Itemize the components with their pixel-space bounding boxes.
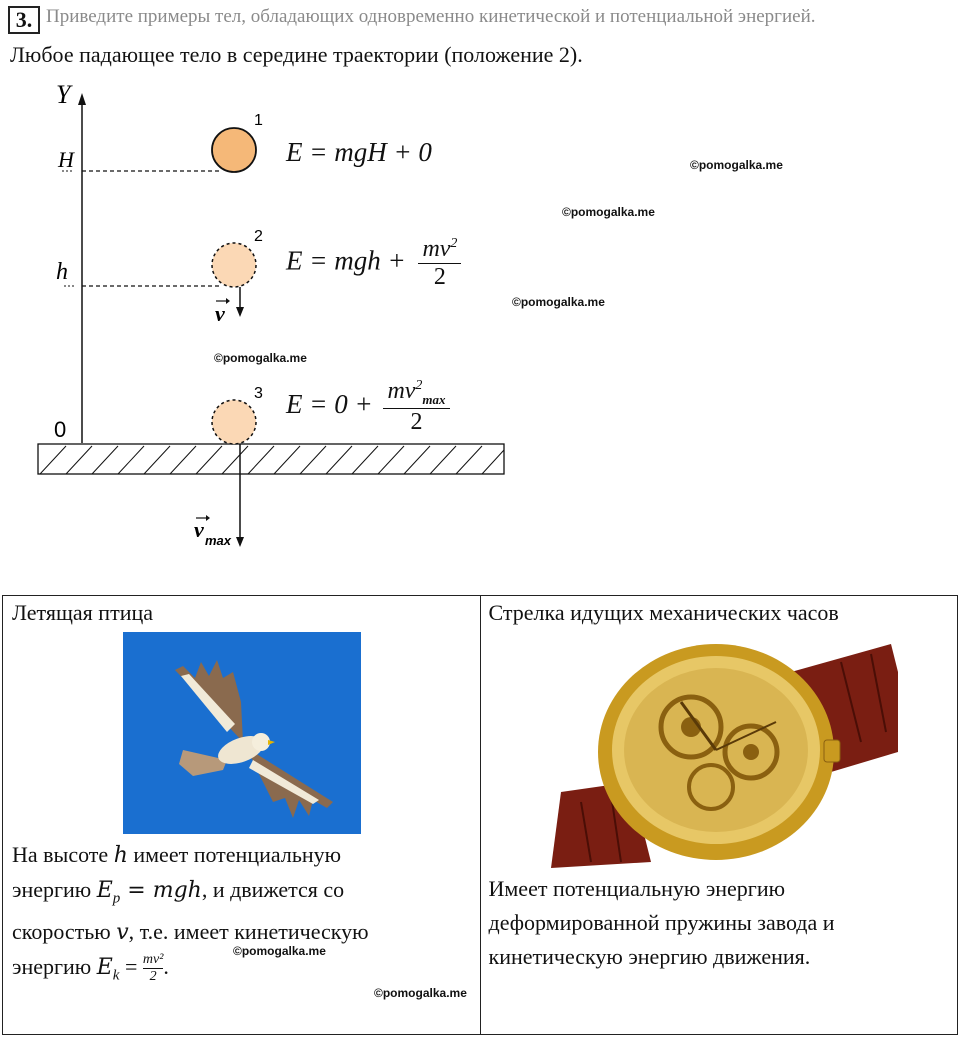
ball-position-3: [211, 399, 257, 445]
watermark: ©pomogalka.me: [562, 205, 655, 219]
label-H: H: [57, 147, 75, 172]
formula-3: E = 0 + mv2max 2: [286, 378, 450, 436]
formula-2: E = mgh + mv2 2: [286, 236, 462, 291]
mechanical-watch-image: [540, 632, 898, 868]
y-axis-label: Y: [56, 80, 73, 109]
flying-bird-image: [123, 632, 361, 834]
falling-body-diagram: Y H h 0 1 2 v 3 v max: [37, 80, 505, 548]
ball-position-1: [211, 127, 257, 173]
watermark: ©pomogalka.me: [690, 158, 783, 172]
watermark: ©pomogalka.me: [512, 295, 605, 309]
y-axis-arrow: [78, 93, 86, 105]
watch-text: Имеет потенциальную энергию деформирован…: [488, 876, 835, 969]
position-2-label: 2: [254, 228, 263, 245]
vmax-label: v: [194, 517, 204, 542]
watermark: ©pomogalka.me: [214, 351, 307, 365]
task-number: 3.: [8, 6, 40, 34]
example-cell-watch: Стрелка идущих механических часов: [479, 595, 958, 1035]
label-h: h: [56, 259, 68, 285]
position-1-label: 1: [254, 112, 263, 129]
example-cell-bird: Летящая птица На высоте h имеет потенциа…: [2, 595, 481, 1035]
vmax-subscript: max: [205, 533, 232, 548]
watermark: ©pomogalka.me: [374, 986, 467, 1000]
watch-title: Стрелка идущих механических часов: [488, 600, 839, 625]
ground: [37, 443, 505, 475]
label-zero: 0: [54, 417, 66, 442]
task-answer: Любое падающее тело в середине траектори…: [10, 42, 583, 67]
watermark: ©pomogalka.me: [233, 944, 326, 958]
formula-1: E = mgH + 0: [286, 137, 432, 167]
task-question: Приведите примеры тел, обладающих одновр…: [46, 6, 816, 27]
position-3-label: 3: [254, 385, 263, 402]
ball-position-2: [211, 242, 257, 288]
velocity-label: v: [215, 301, 225, 326]
examples-table: Летящая птица На высоте h имеет потенциа…: [2, 595, 958, 1035]
bird-text: На высоте h имеет потенциальную энергию …: [12, 842, 369, 985]
bird-title: Летящая птица: [12, 600, 154, 625]
